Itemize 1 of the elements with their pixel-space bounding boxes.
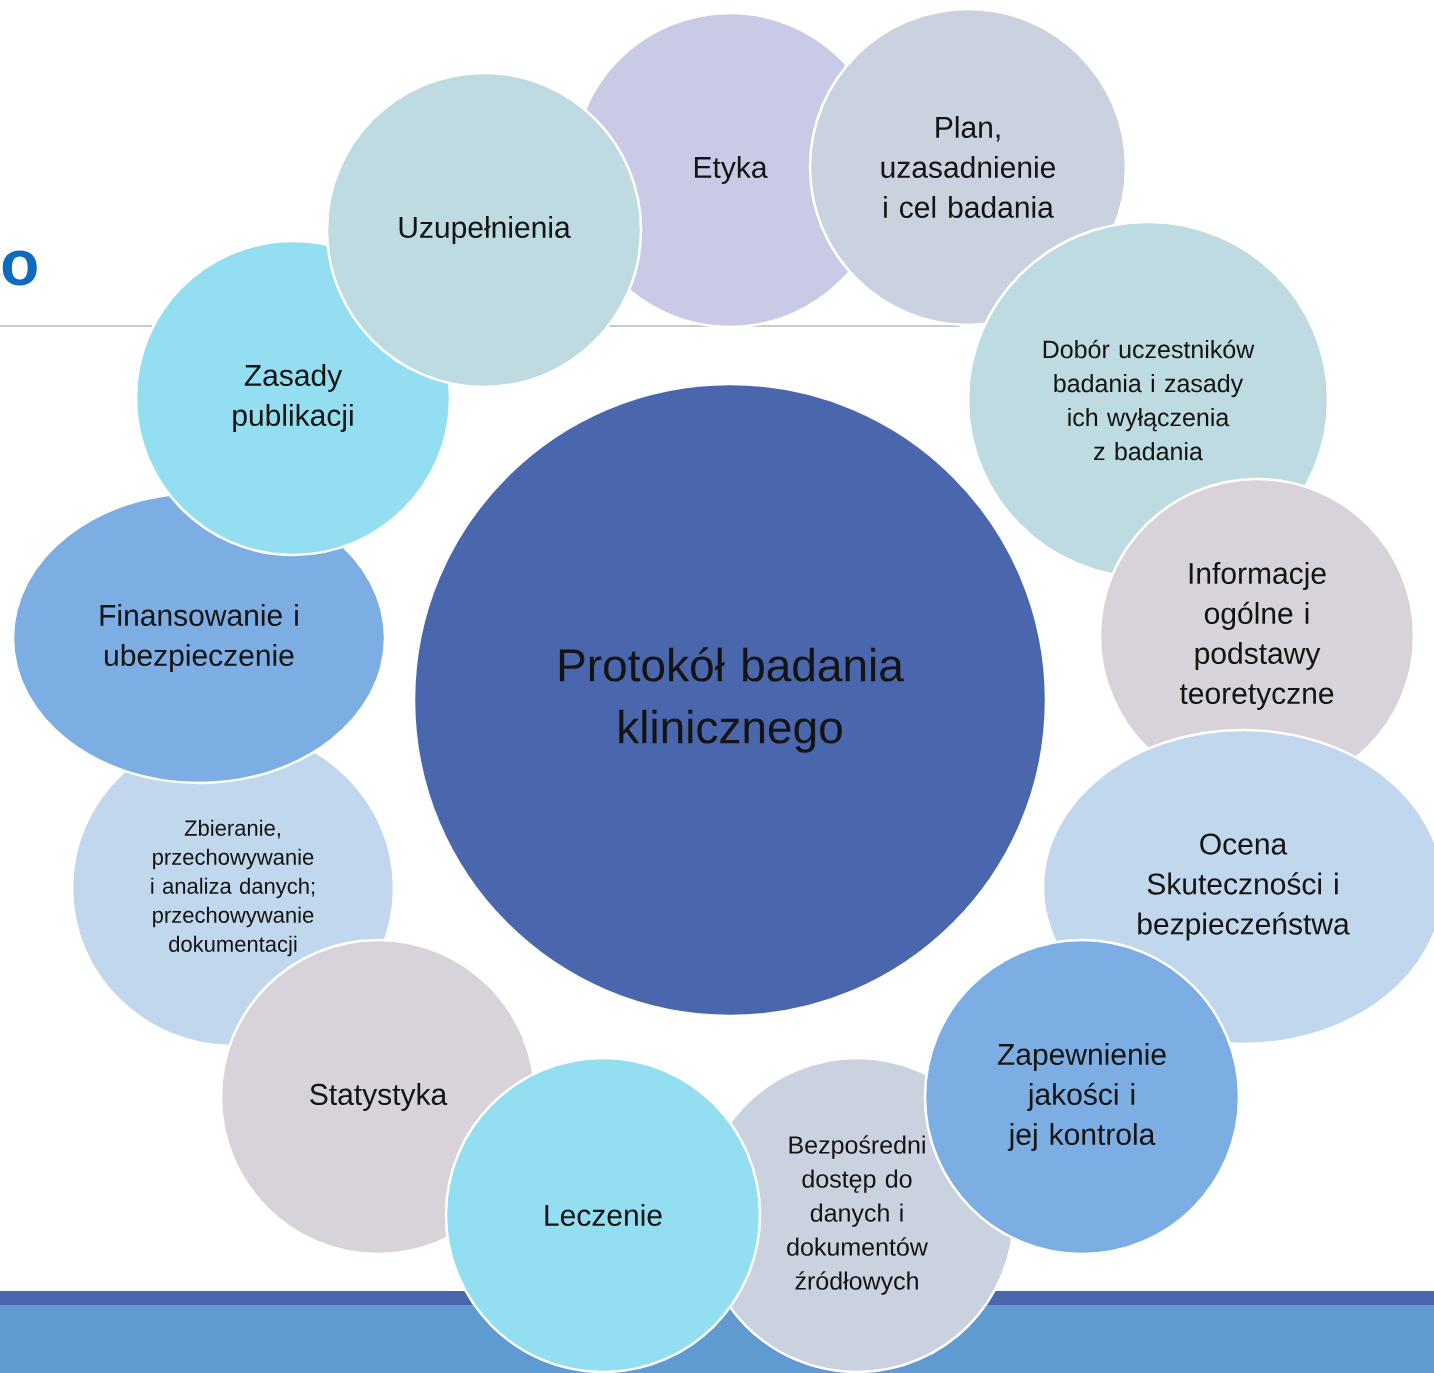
title-fragment: o (2, 250, 37, 286)
